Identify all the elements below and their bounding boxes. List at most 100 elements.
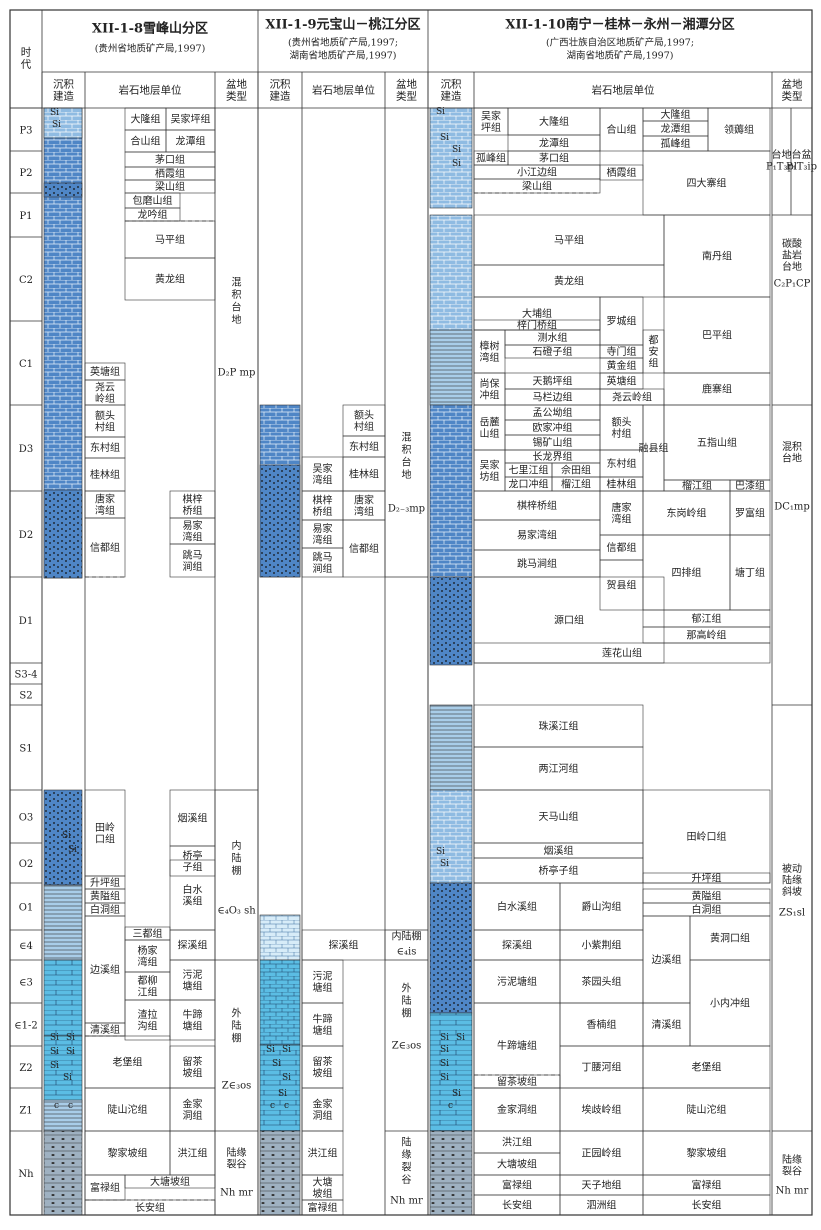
unit-label: 额头村组	[354, 408, 374, 433]
unit-label: 梁山组	[155, 180, 185, 193]
unit-label: 黄金组	[607, 359, 637, 372]
basin-code: Z∈₃os	[392, 1041, 422, 1052]
unit-label: 大埔组	[522, 307, 552, 320]
strat-header: 岩石地层单位	[119, 84, 182, 97]
unit-label: 大隆组	[661, 108, 691, 121]
unit-label: 富禄组	[692, 1179, 722, 1192]
unit-label: 正园岭组	[582, 1147, 622, 1160]
unit-label: 小江边组	[517, 166, 557, 179]
unit-label: 大隆组	[539, 115, 569, 128]
lithology-column-segment	[43, 489, 83, 579]
age-label: S3-4	[15, 670, 38, 681]
age-label: C1	[19, 359, 33, 370]
silicon-lith-label: Si	[50, 1061, 59, 1071]
unit-label: 洪江组	[178, 1147, 208, 1160]
silicon-lith-label: Si	[282, 1073, 291, 1083]
basin-code: D₂P mp	[218, 368, 256, 379]
unit-label: 领薅组	[724, 123, 754, 136]
lithology-column-segment	[259, 1130, 301, 1216]
unit-label: 大塘坡组	[313, 1175, 333, 1200]
unit-label: 黄龙组	[155, 273, 185, 286]
carbonate-lith-label: c	[448, 1101, 453, 1111]
era-header: 时代	[21, 47, 32, 71]
unit-label: 信都组	[607, 541, 637, 554]
unit-label: 黄隘组	[90, 890, 120, 903]
carbonate-lith-label: c	[68, 1101, 73, 1111]
unit-label: 洪江组	[308, 1147, 338, 1160]
unit-label: 洪江组	[502, 1136, 532, 1149]
region2-title: XII-1-9元宝山－桃江分区	[265, 17, 420, 33]
unit-label: 白水溪组	[497, 900, 537, 913]
region2-source: 湖南省地质矿产局,1997)	[290, 49, 397, 61]
unit-label: 梓门桥组	[517, 319, 557, 332]
unit-label: 老堡组	[113, 1056, 143, 1069]
silicon-lith-label: Si	[456, 1033, 465, 1043]
unit-label: 边溪组	[652, 953, 682, 966]
unit-label: 桥亭子组	[539, 864, 579, 877]
unit-label: 东村组	[607, 457, 637, 470]
unit-label: 埃歧岭组	[582, 1103, 622, 1116]
basin-label: 碳酸盐岩台地	[782, 237, 802, 273]
unit-label: 天鹅坪组	[533, 375, 573, 388]
unit-label: 清溪组	[90, 1023, 120, 1036]
unit-label: 陡山沱组	[108, 1103, 148, 1116]
basin-code: ∈₄O₃ sh	[217, 906, 256, 917]
unit-label: 长龙界组	[533, 450, 573, 463]
region1-source: (贵州省地质矿产局,1997)	[95, 42, 206, 54]
unit-label: 孟公坳组	[533, 406, 573, 419]
unit-label: 东村组	[90, 441, 120, 454]
lithology-column-segment	[429, 576, 473, 666]
silicon-lith-label: Si	[50, 108, 59, 118]
lithology-column-segment	[429, 329, 473, 406]
unit-label: 富禄组	[502, 1179, 532, 1192]
basin-header: 盆地类型	[782, 78, 803, 103]
unit-label: 龙口冲组	[509, 478, 549, 491]
region3-source: 湖南省地质矿产局,1997)	[567, 49, 674, 61]
unit-label: 牛蹄塘组	[497, 1039, 537, 1052]
unit-label: 都柳江组	[138, 974, 158, 999]
unit-label: 棋梓桥组	[313, 493, 333, 518]
silicon-lith-label: Si	[66, 1033, 75, 1043]
unit-label: 黎家坡组	[687, 1147, 727, 1160]
unit-label: 罗城组	[607, 315, 637, 328]
carbonate-lith-label: c	[270, 1101, 275, 1111]
unit-label: 爵山沟组	[582, 900, 622, 913]
unit-label: 塘丁组	[735, 566, 765, 579]
unit-label: 马栏边组	[533, 391, 573, 404]
age-label: S2	[19, 691, 32, 702]
unit-label: 石磴子组	[533, 345, 573, 358]
unit-label: 白洞组	[692, 903, 722, 916]
lithology-column-segment	[259, 1044, 301, 1132]
unit-label: 大塘坡组	[497, 1158, 537, 1171]
sed-header: 沉积建造	[270, 78, 291, 103]
silicon-lith-label: Si	[62, 831, 71, 841]
unit-label: 长安组	[135, 1201, 165, 1214]
unit-label: 大隆组	[131, 113, 161, 126]
unit-label: 易家湾组	[183, 519, 203, 544]
age-label: O1	[19, 903, 34, 914]
lithology-column-segment	[43, 1099, 83, 1133]
unit-label: 佘田组	[561, 464, 591, 477]
lithology-column-segment	[43, 107, 83, 139]
unit-label: 尧云岭组	[612, 391, 652, 404]
unit-label: 郁江组	[692, 612, 722, 625]
unit-label: 唐家湾组	[354, 493, 374, 518]
carbonate-lith-label: c	[54, 1101, 59, 1111]
carbonate-lith-label: c	[284, 1101, 289, 1111]
unit-label: 易家湾组	[313, 522, 333, 547]
age-label: P3	[19, 126, 32, 137]
unit-label: 长安组	[502, 1199, 532, 1212]
unit-label: 桥亭子组	[183, 849, 203, 874]
unit-label: 黎家坡组	[108, 1147, 148, 1160]
unit-label: 龙吟组	[138, 208, 168, 221]
age-label: Z1	[19, 1106, 32, 1117]
unit-label: 栖霞组	[155, 167, 185, 180]
unit-label: 龙潭组	[176, 135, 206, 148]
unit-label: 黄洞口组	[710, 932, 750, 945]
unit-label: 白水溪组	[183, 883, 203, 908]
unit-label: 孤峰组	[476, 152, 506, 165]
age-label: Z2	[19, 1063, 32, 1074]
region2-source: (贵州省地质矿产局,1997;	[288, 36, 398, 48]
